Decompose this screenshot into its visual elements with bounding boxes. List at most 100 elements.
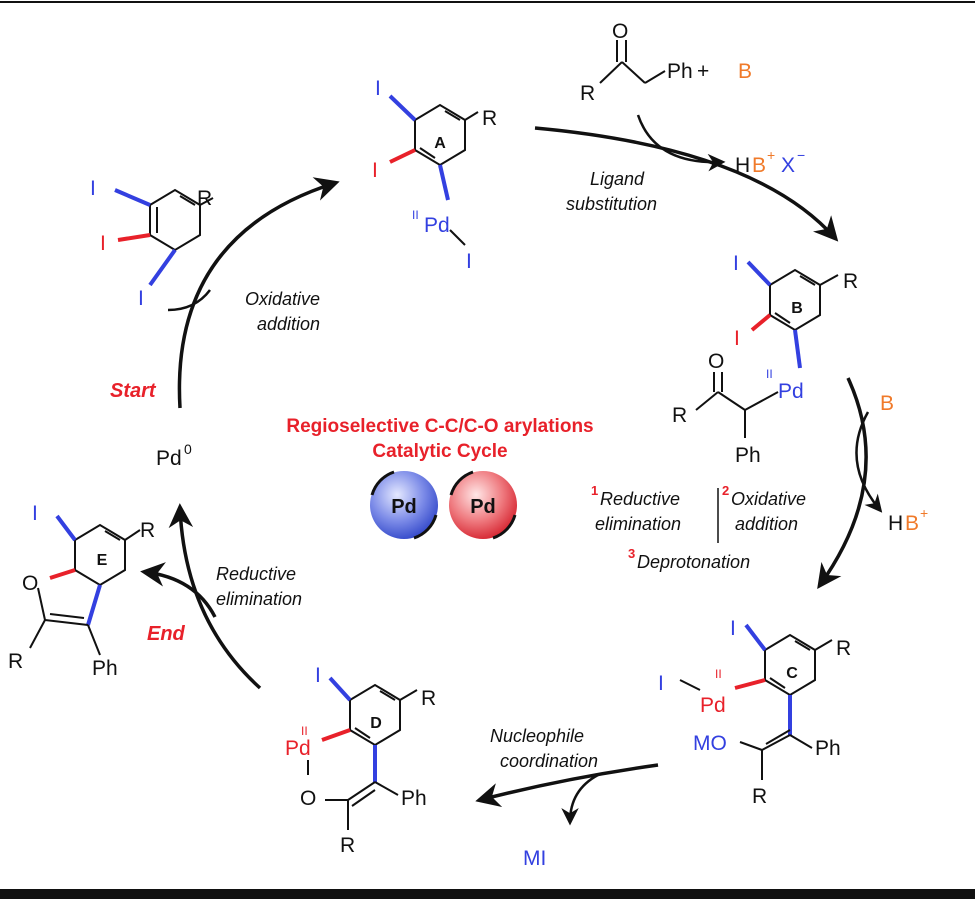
arrow-ligand-side (636, 114, 726, 172)
complex-b-o: O (708, 350, 724, 373)
start-arene-r: R (197, 187, 212, 210)
label-reductive-2: elimination (216, 589, 302, 609)
complex-c-pd: Pd (700, 694, 726, 717)
arrow-nucleophile-side (561, 773, 599, 826)
ketone-oxygen: O (612, 20, 628, 43)
arrow-reductive-elimination-a (168, 503, 262, 690)
complex-b-i1: I (733, 252, 739, 275)
step-1-number: 1 (591, 483, 598, 498)
step-1-text-b: elimination (595, 514, 681, 534)
start-arene-i2: I (100, 232, 106, 255)
label-reductive-1: Reductive (216, 564, 296, 584)
product-e-o: O (22, 572, 38, 595)
hb-plus: + (920, 505, 928, 521)
complex-c-r: R (836, 637, 851, 660)
complex-c-i1: I (730, 617, 736, 640)
step-3-text: Deprotonation (637, 552, 750, 572)
complex-d-pd: Pd (285, 737, 311, 760)
complex-d-r: R (421, 687, 436, 710)
label-nucleophile-2: coordination (500, 751, 598, 771)
base-b-right: B (880, 392, 894, 415)
complex-a (388, 94, 479, 246)
complex-c-ph: Ph (815, 737, 841, 760)
pd-badge-blue: Pd (370, 470, 438, 540)
complex-c (679, 623, 833, 780)
complex-b-label: B (791, 300, 803, 317)
byproduct-minus: − (797, 147, 805, 163)
byproduct-b: B (752, 154, 766, 177)
cycle-title-line1: Regioselective C-C/C-O arylations (286, 416, 593, 437)
ketone-reagent (599, 40, 666, 84)
start-arene (114, 188, 214, 287)
complex-b-r2: R (672, 404, 687, 427)
pd-badge-red-label: Pd (470, 496, 496, 518)
arrow-start-side (167, 289, 211, 312)
complex-c-mo: MO (693, 732, 727, 755)
hb-b: B (905, 512, 919, 535)
complex-b (695, 260, 839, 438)
complex-b-ox: II (766, 367, 773, 381)
base-b: B (738, 60, 752, 83)
step-3-number: 3 (628, 546, 635, 561)
label-start: Start (110, 380, 157, 402)
complex-d-label: D (370, 715, 382, 732)
byproduct-x: X (781, 154, 795, 177)
complex-a-r: R (482, 107, 497, 130)
complex-c-i2: I (658, 672, 664, 695)
product-e-label: E (97, 552, 108, 569)
step-list: 1 Reductive elimination 2 Oxidative addi… (591, 483, 806, 572)
complex-a-i3: I (466, 250, 472, 273)
arrow-deprotonation (817, 377, 868, 589)
arrow-reductive-elimination-b (140, 562, 217, 618)
product-e (29, 514, 141, 656)
pd-badge-red: Pd (449, 470, 517, 540)
label-nucleophile-1: Nucleophile (490, 726, 584, 746)
arrow-nucleophile-coordination (475, 763, 659, 807)
start-arene-i1: I (90, 177, 96, 200)
complex-d-i1: I (315, 664, 321, 687)
start-arene-i3: I (138, 287, 144, 310)
label-ligand-2: substitution (566, 194, 657, 214)
label-ligand-1: Ligand (590, 169, 645, 189)
arrow-oxidative-addition (177, 177, 340, 409)
ketone-r: R (580, 82, 595, 105)
plus-sign: + (697, 60, 709, 83)
complex-a-pd: Pd (424, 214, 450, 237)
byproduct-plus: + (767, 147, 775, 163)
complex-c-label: C (786, 665, 798, 682)
arrow-ligand-substitution (534, 126, 839, 242)
arrow-deprotonation-side (855, 411, 883, 513)
complex-a-i2: I (372, 159, 378, 182)
complex-d-ox: II (301, 724, 308, 738)
product-e-ph: Ph (92, 657, 118, 680)
label-oxidative-1: Oxidative (245, 289, 320, 309)
product-e-r: R (140, 519, 155, 542)
complex-b-i2: I (734, 327, 740, 350)
step-2-text-b: addition (735, 514, 798, 534)
complex-a-i1: I (375, 77, 381, 100)
complex-c-r2: R (752, 785, 767, 808)
product-e-r2: R (8, 650, 23, 673)
complex-b-ph: Ph (735, 444, 761, 467)
complex-d-o: O (300, 787, 316, 810)
step-2-text-a: Oxidative (731, 489, 806, 509)
complex-b-r: R (843, 270, 858, 293)
complex-c-ox: II (715, 667, 722, 681)
complex-d-r2: R (340, 834, 355, 857)
pd0-label: Pd (156, 447, 182, 470)
byproduct-hbx: H B + X − (735, 147, 805, 177)
complex-a-label: A (434, 135, 446, 152)
byproduct-hb: H B + (888, 505, 928, 535)
complex-d (307, 676, 418, 830)
product-e-i: I (32, 502, 38, 525)
pd0-superscript: 0 (184, 441, 192, 457)
cycle-title-line2: Catalytic Cycle (372, 441, 507, 462)
pd-badge-blue-label: Pd (391, 496, 417, 518)
pd0: Pd 0 (156, 441, 192, 470)
step-1-text-a: Reductive (600, 489, 680, 509)
label-oxidative-2: addition (257, 314, 320, 334)
complex-a-ox: II (412, 208, 419, 222)
byproduct-h: H (735, 154, 750, 177)
